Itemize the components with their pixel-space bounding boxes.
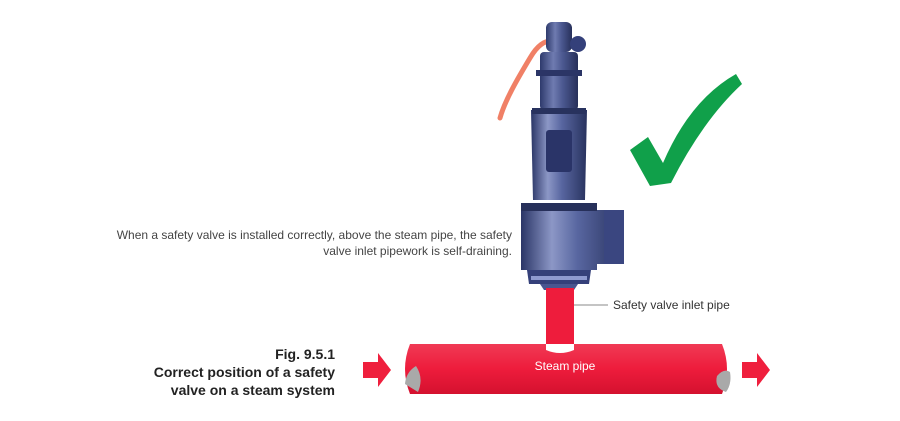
safety-valve xyxy=(497,22,624,290)
figure-number: Fig. 9.5.1 xyxy=(275,346,335,362)
flow-arrow-icon xyxy=(742,353,770,387)
figure-title-line2: valve on a steam system xyxy=(170,382,335,398)
figure-caption: Fig. 9.5.1 Correct position of a safety … xyxy=(60,345,335,399)
figure-title-line1: Correct position of a safety xyxy=(153,364,335,380)
installation-note: When a safety valve is installed correct… xyxy=(116,228,512,258)
flow-arrow-icon xyxy=(363,353,391,387)
valve-nameplate xyxy=(546,130,572,172)
steam-pipe-label: Steam pipe xyxy=(534,359,596,373)
inlet-pipe xyxy=(546,288,574,352)
valve-body xyxy=(521,203,624,270)
valve-cap-pin xyxy=(570,36,586,52)
valve-bonnet xyxy=(540,52,578,110)
inlet-pipe-label: Safety valve inlet pipe xyxy=(613,298,730,312)
valve-cap xyxy=(546,22,572,52)
steam-pipe xyxy=(405,344,731,394)
checkmark-icon xyxy=(630,74,742,186)
